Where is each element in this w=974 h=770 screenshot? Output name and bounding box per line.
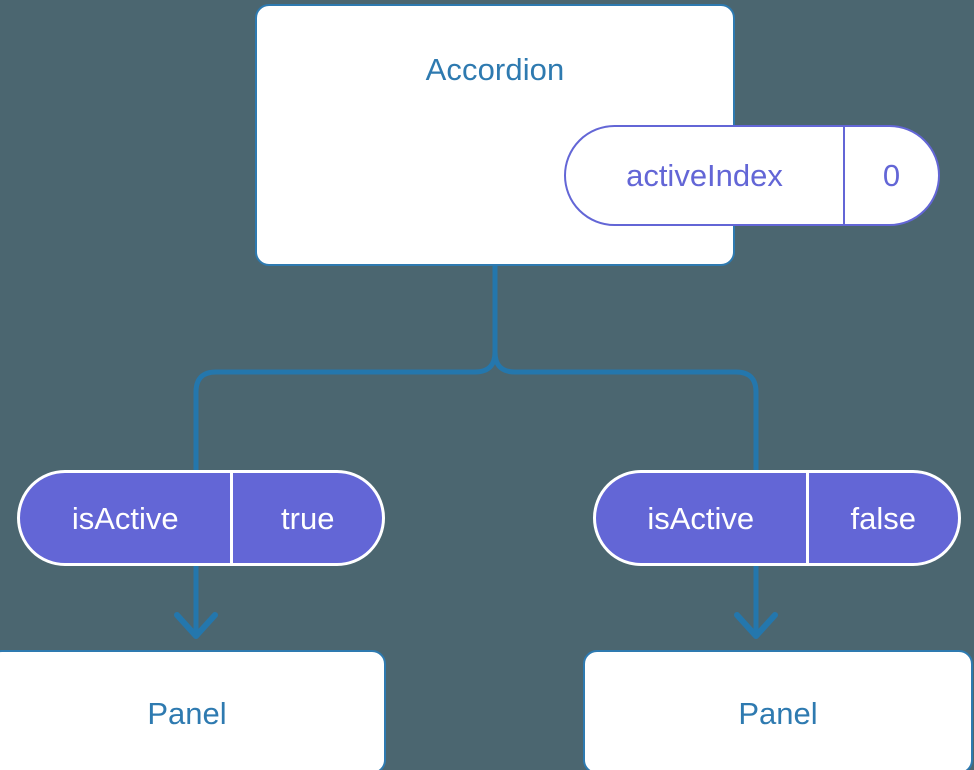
prop-chip-key: isActive bbox=[647, 500, 755, 536]
prop-chip-value: false bbox=[805, 473, 959, 563]
prop-chip-value: true bbox=[230, 473, 382, 563]
accordion-node-label: Accordion bbox=[425, 52, 565, 87]
panel-node-left[interactable]: Panel bbox=[0, 650, 386, 770]
edge-root-to-right-branch bbox=[492, 263, 759, 473]
arrowhead-down-icon-right bbox=[734, 612, 778, 639]
accordion-node[interactable]: Accordion activeIndex 0 bbox=[255, 4, 940, 266]
prop-chip-key: activeIndex bbox=[626, 158, 783, 193]
edge-root-to-left-branch bbox=[193, 263, 498, 473]
panel-node-label: Panel bbox=[738, 695, 818, 731]
prop-chip-is-active-true[interactable]: isActive true bbox=[17, 470, 385, 566]
prop-chip-key: isActive bbox=[71, 500, 179, 536]
arrowhead-down-icon-left bbox=[174, 612, 218, 639]
prop-chip-is-active-false[interactable]: isActive false bbox=[593, 470, 961, 566]
prop-chip-value: 0 bbox=[843, 127, 938, 224]
panel-node-right[interactable]: Panel bbox=[583, 650, 973, 770]
panel-node-label: Panel bbox=[147, 695, 227, 731]
prop-chip-active-index[interactable]: activeIndex 0 bbox=[564, 125, 940, 226]
